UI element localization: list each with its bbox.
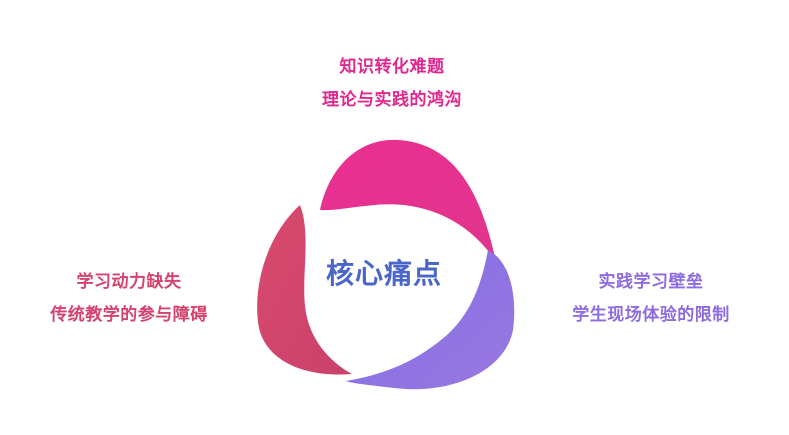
- segment-top-subtitle: 理论与实践的鸿沟: [322, 90, 462, 110]
- segment-left-title: 学习动力缺失: [76, 272, 182, 292]
- segment-right-shape: [346, 250, 515, 390]
- center-title: 核心痛点: [325, 257, 442, 290]
- segment-left-label: 学习动力缺失 传统教学的参与障碍: [20, 266, 238, 332]
- segment-left-subtitle: 传统教学的参与障碍: [50, 305, 208, 325]
- segment-right-title: 实践学习壁垒: [598, 272, 704, 292]
- segment-top-shape: [320, 139, 496, 262]
- segment-top-label: 知识转化难题 理论与实践的鸿沟: [266, 51, 518, 117]
- segment-right-subtitle: 学生现场体验的限制: [572, 305, 730, 325]
- segment-left-shape: [257, 205, 352, 375]
- segment-top-title: 知识转化难题: [339, 57, 445, 77]
- segment-right-label: 实践学习壁垒 学生现场体验的限制: [530, 266, 772, 332]
